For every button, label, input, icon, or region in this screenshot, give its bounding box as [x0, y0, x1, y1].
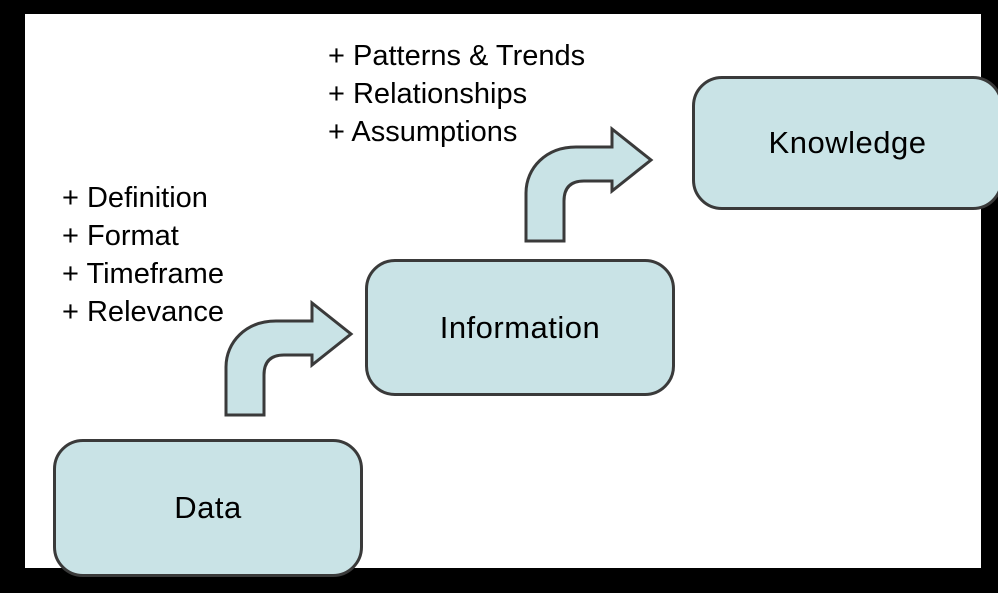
annotation-item: + Definition — [62, 182, 208, 214]
annotation-item: + Timeframe — [62, 258, 224, 290]
diagram-canvas: + Definition + Format + Timeframe + Rele… — [25, 14, 998, 577]
node-label-knowledge: Knowledge — [768, 125, 927, 160]
annotation-item: + Patterns & Trends — [328, 40, 586, 72]
annotation-list-information-to-knowledge: + Patterns & Trends + Relationships + As… — [328, 37, 585, 151]
node-box-knowledge: Knowledge — [692, 76, 998, 210]
node-box-information: Information — [365, 259, 675, 396]
annotation-list-data-to-information: + Definition + Format + Timeframe + Rele… — [62, 179, 224, 331]
node-label-data: Data — [174, 490, 242, 525]
annotation-item: + Format — [62, 220, 179, 252]
annotation-item: + Assumptions — [328, 116, 518, 148]
node-label-information: Information — [439, 309, 601, 345]
curved-arrow-icon-information-to-knowledge — [524, 125, 654, 243]
annotation-item: + Relationships — [328, 78, 528, 110]
node-box-data: Data — [53, 439, 363, 577]
curved-arrow-icon-data-to-information — [224, 299, 354, 417]
annotation-item: + Relevance — [62, 296, 225, 328]
